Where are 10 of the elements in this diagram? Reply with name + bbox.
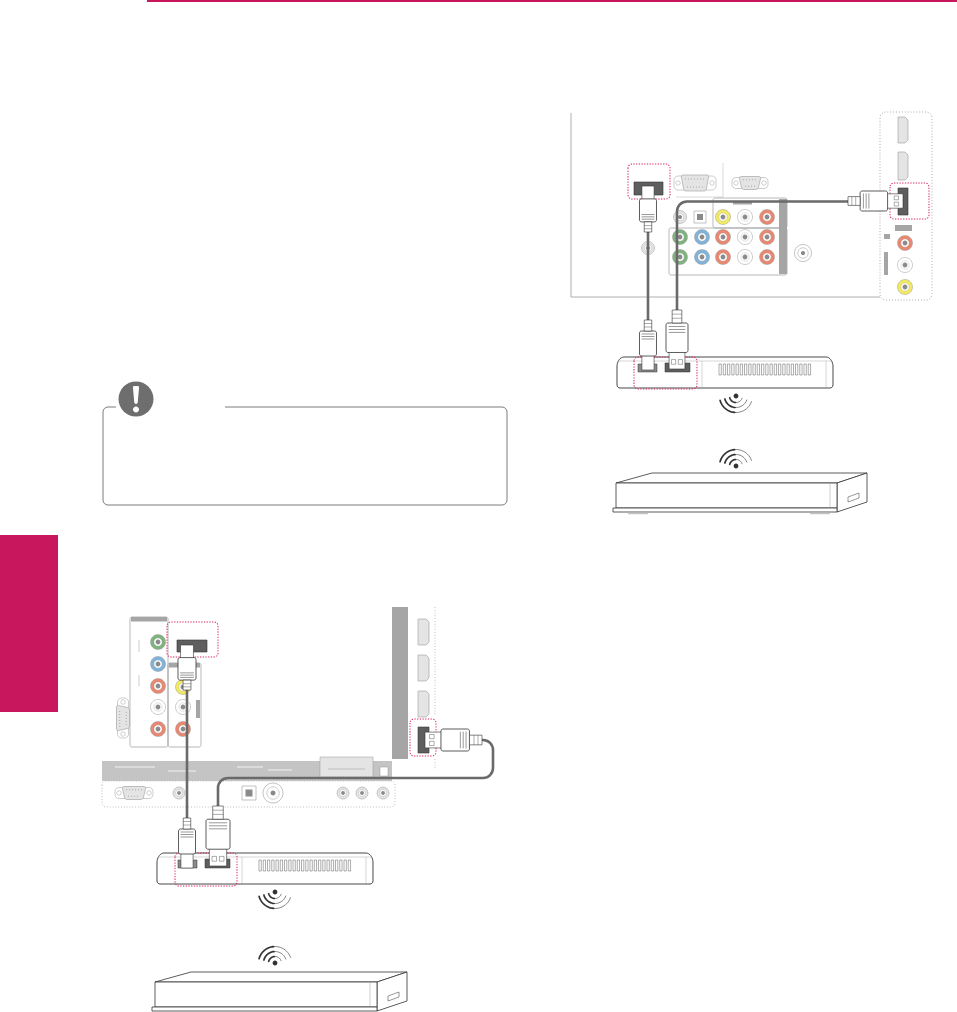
tv-rear-panel [570, 112, 881, 298]
side-panel [879, 111, 933, 301]
side-tab [0, 535, 58, 712]
hdmi-cable [177, 644, 197, 869]
hdmi-cable [639, 185, 657, 371]
hdmi-cable [205, 728, 495, 867]
receiver-drawing [612, 472, 868, 515]
receiver-drawing [151, 971, 408, 1012]
hdmi-cable [665, 190, 904, 370]
tv-rear-panel [101, 606, 436, 808]
